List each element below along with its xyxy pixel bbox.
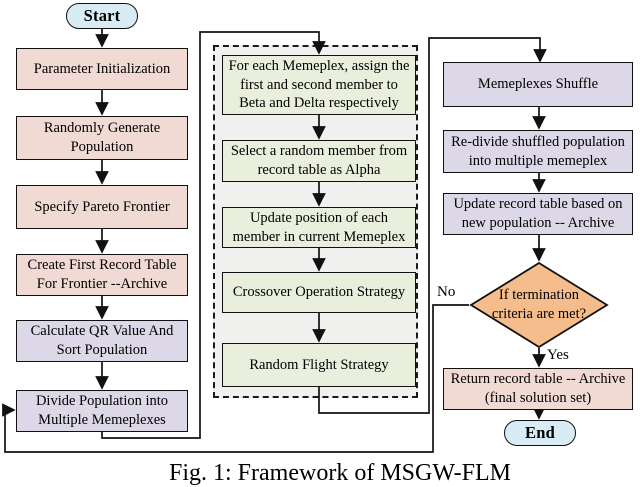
node-divide-population: Divide Population into Multiple Memeplex…	[16, 390, 188, 432]
diamond-shape	[469, 262, 609, 348]
node-select-alpha: Select a random member from record table…	[222, 140, 416, 182]
node-parameter-initialization: Parameter Initialization	[16, 48, 188, 90]
no-branch-label: No	[437, 284, 456, 300]
node-label: Crossover Operation Strategy	[232, 284, 406, 301]
node-randomly-generate-population: Randomly Generate Population	[16, 116, 188, 160]
node-label: Divide Population into Multiple Memeplex…	[35, 393, 169, 428]
end-terminal: End	[504, 420, 576, 446]
node-label: Specify Pareto Frontier	[34, 198, 170, 215]
node-assign-beta-delta: For each Memeplex, assign the first and …	[222, 55, 416, 115]
start-terminal: Start	[66, 3, 138, 29]
node-label: Calculate QR Value And Sort Population	[30, 323, 174, 358]
node-label: Random Flight Strategy	[249, 356, 389, 373]
node-label: Update record table based on new populat…	[453, 196, 623, 231]
node-update-position: Update position of each member in curren…	[222, 207, 416, 248]
node-create-first-record-table: Create First Record Table For Frontier -…	[16, 254, 188, 296]
node-label: Re-divide shuffled population into multi…	[451, 133, 625, 169]
node-label: Create First Record Table For Frontier -…	[27, 257, 177, 292]
node-memeplexes-shuffle: Memeplexes Shuffle	[443, 62, 633, 107]
node-label: Memeplexes Shuffle	[477, 76, 599, 93]
node-update-record-table: Update record table based on new populat…	[443, 193, 633, 235]
node-label: Select a random member from record table…	[230, 143, 408, 178]
node-return-record-table: Return record table -- Archive (final so…	[443, 368, 633, 410]
figure-caption: Fig. 1: Framework of MSGW-FLM	[169, 460, 511, 486]
start-label: Start	[83, 6, 121, 26]
node-calculate-qr-value: Calculate QR Value And Sort Population	[16, 320, 188, 362]
node-crossover-operation: Crossover Operation Strategy	[222, 272, 416, 313]
node-label: Update position of each member in curren…	[232, 209, 406, 245]
end-label: End	[525, 423, 555, 443]
node-specify-pareto-frontier: Specify Pareto Frontier	[16, 185, 188, 229]
node-label: Parameter Initialization	[33, 60, 171, 77]
node-redivide-population: Re-divide shuffled population into multi…	[443, 130, 633, 173]
decision-termination-criteria: If termination criteria are met?	[469, 262, 609, 348]
yes-branch-label: Yes	[547, 347, 569, 363]
node-label: For each Memeplex, assign the first and …	[228, 57, 410, 112]
node-label: Return record table -- Archive (final so…	[450, 371, 626, 406]
decision-label: If termination criteria are met?	[491, 287, 587, 322]
node-label: Randomly Generate Population	[43, 120, 161, 155]
node-random-flight: Random Flight Strategy	[222, 343, 416, 387]
